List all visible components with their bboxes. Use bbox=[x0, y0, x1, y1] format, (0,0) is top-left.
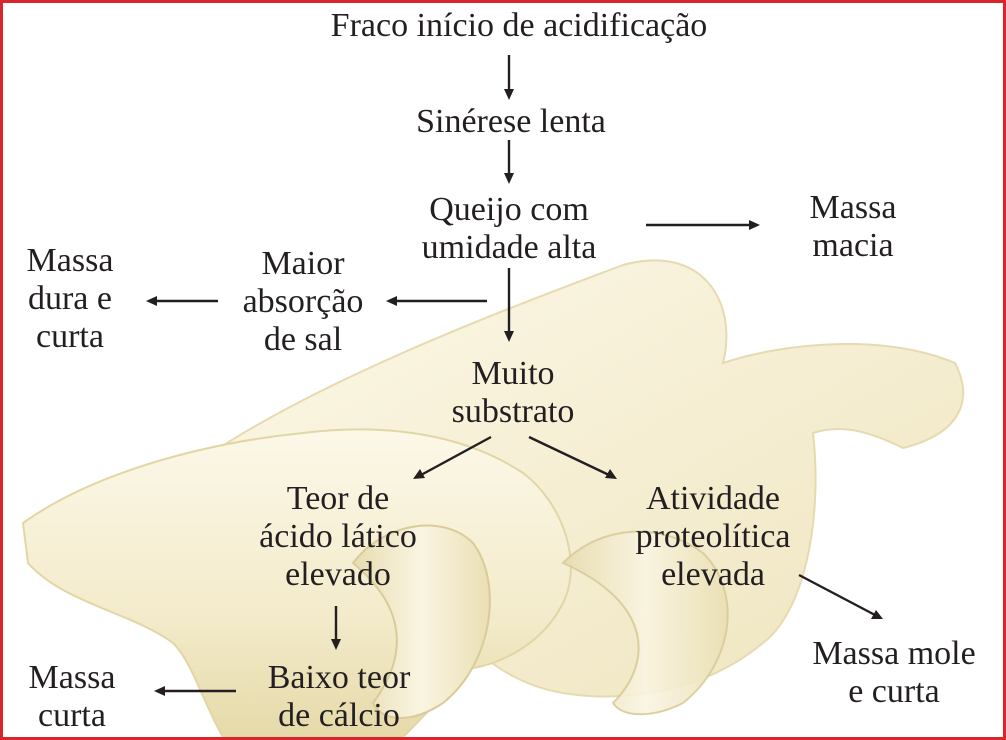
node-baixo-teor-calcio: Baixo teor de cálcio bbox=[267, 659, 411, 734]
node-massa-curta: Massa curta bbox=[28, 659, 116, 734]
cheese-fold-right bbox=[561, 530, 729, 716]
node-maior-absorcao-sal: Maior absorção de sal bbox=[242, 245, 364, 358]
arrows bbox=[146, 55, 883, 696]
node-fraco-inicio-acidificacao: Fraco início de acidificação bbox=[330, 7, 708, 44]
node-atividade-proteolitica: Atividade proteolítica elevada bbox=[635, 480, 791, 593]
cheese-fold bbox=[351, 524, 491, 719]
node-sinerese-lenta: Sinérese lenta bbox=[416, 103, 606, 140]
node-massa-mole-curta: Massa mole e curta bbox=[812, 635, 976, 710]
node-queijo-umidade-alta: Queijo com umidade alta bbox=[421, 191, 597, 266]
node-massa-macia: Massa macia bbox=[809, 189, 897, 264]
node-massa-dura-curta: Massa dura e curta bbox=[26, 242, 114, 355]
node-teor-acido-latico: Teor de ácido lático elevado bbox=[259, 480, 417, 593]
cheese-slices-image bbox=[21, 55, 964, 737]
node-muito-substrato: Muito substrato bbox=[451, 355, 575, 430]
